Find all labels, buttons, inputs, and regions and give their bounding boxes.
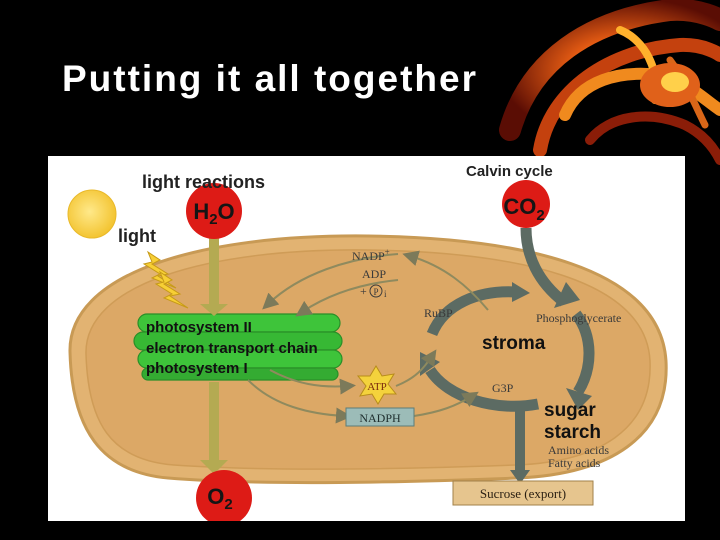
co2-subscript: 2	[536, 207, 544, 224]
nadp-to-cycle-arrow	[402, 250, 489, 311]
stroma-label: stroma	[482, 333, 546, 354]
phosphate-label: + P i	[360, 284, 387, 299]
electron-transport-chain-label: electron transport chain	[146, 340, 318, 357]
nadph-label: NADPH	[359, 411, 401, 425]
h2o-molecule: H2O	[186, 183, 242, 239]
g3p-label: G3P	[492, 381, 514, 395]
light-label: light	[118, 226, 156, 246]
co2-molecule: CO2	[502, 180, 550, 228]
decorative-flame-swirl	[499, 0, 720, 165]
h2o-base: H	[193, 199, 209, 224]
photosynthesis-diagram: H2O CO2 O2 ATP	[48, 156, 685, 521]
amino-acids-label: Amino acids	[548, 443, 609, 457]
nadph-to-cycle-arrow	[413, 391, 479, 417]
co2-base: CO	[503, 194, 536, 219]
calvin-cycle-label: Calvin cycle	[466, 163, 553, 180]
starch-label: starch	[544, 422, 601, 443]
o2-molecule: O2	[196, 470, 252, 521]
sun-icon	[67, 189, 117, 239]
rubp-label: RuBP	[424, 306, 453, 320]
thylakoid-stack	[133, 313, 343, 381]
sugar-label: sugar	[544, 400, 596, 421]
atp-outflow-arrow	[269, 369, 356, 395]
oxygen-outflow-arrowhead	[200, 460, 228, 474]
flame-center	[640, 63, 700, 107]
nadp-superscript: +	[385, 247, 390, 257]
photosystem-ii-label: photosystem II	[146, 319, 252, 336]
photosystem-i-label: photosystem I	[146, 360, 248, 377]
svg-text:CO2: CO2	[503, 194, 544, 224]
sucrose-export-label: Sucrose (export)	[480, 486, 566, 501]
nadp-text: NADP	[352, 249, 385, 263]
nadph-outflow-arrow	[247, 379, 352, 424]
atp-label: ATP	[367, 381, 387, 393]
adp-return-arrow	[295, 279, 399, 317]
pi-subscript: i	[384, 289, 387, 299]
svg-text:O2: O2	[207, 484, 232, 513]
nadp-plus-label: NADP+	[352, 247, 390, 263]
nadp-return-arrow	[262, 253, 399, 310]
o2-subscript: 2	[224, 496, 232, 513]
svg-text:H2O: H2O	[193, 199, 234, 228]
nadph-box: NADPH	[345, 407, 415, 427]
oxygen-outflow-arrow	[209, 382, 219, 462]
h2o-end: O	[218, 199, 235, 224]
sucrose-export-box: Sucrose (export)	[452, 480, 594, 506]
atp-to-cycle-arrow	[395, 349, 437, 387]
adp-label: ADP	[362, 267, 386, 281]
lightning-bolt-icon	[142, 250, 189, 309]
phosphoglycerate-label: Phosphoglycerate	[536, 311, 621, 325]
h2o-subscript: 2	[209, 211, 217, 228]
water-inflow-arrow	[209, 224, 219, 306]
water-inflow-arrowhead	[200, 304, 228, 316]
co2-inflow-arrow	[520, 227, 568, 307]
pi-symbol: P	[373, 287, 378, 297]
light-reactions-label: light reactions	[142, 172, 265, 192]
atp-star-icon: ATP	[356, 365, 398, 405]
pi-plus-sign: +	[360, 284, 367, 298]
fatty-acids-label: Fatty acids	[548, 456, 601, 470]
o2-base: O	[207, 484, 224, 509]
slide-title: Putting it all together	[62, 58, 478, 99]
